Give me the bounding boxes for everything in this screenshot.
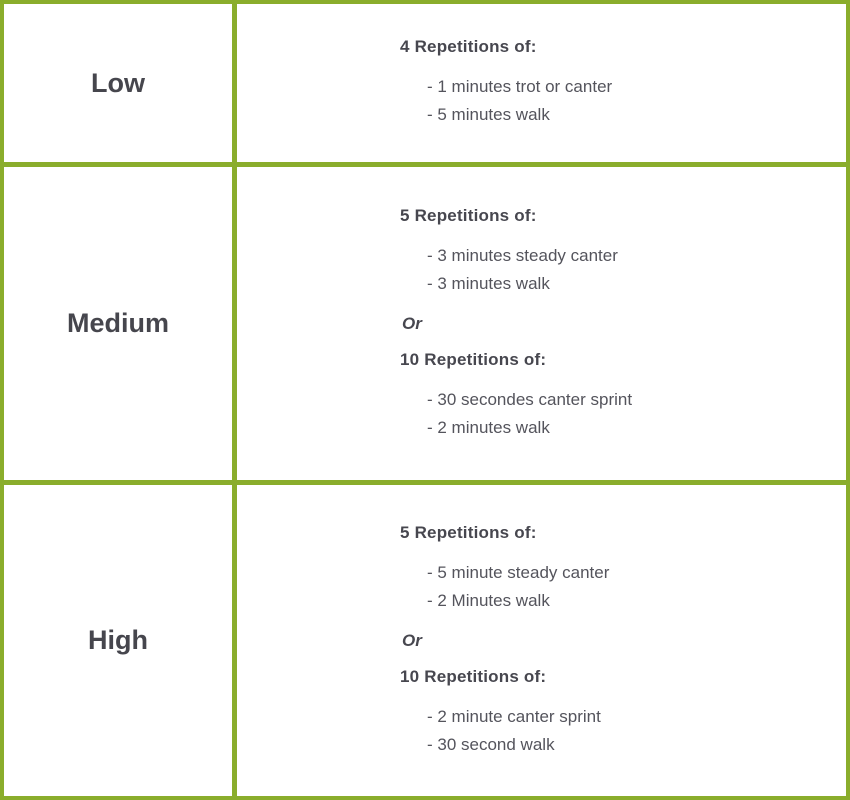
level-cell-low: Low xyxy=(4,4,232,162)
exercise-list: - 2 minute canter sprint - 30 second wal… xyxy=(427,703,834,759)
repetitions-heading: 10 Repetitions of: xyxy=(400,666,547,686)
repetitions-heading: 10 Repetitions of: xyxy=(400,349,547,369)
level-label-medium: Medium xyxy=(66,308,169,338)
exercise-item: - 30 second walk xyxy=(427,734,555,754)
level-label-high: High xyxy=(88,625,148,655)
exercise-list: - 30 secondes canter sprint - 2 minutes … xyxy=(427,386,834,442)
exercise-list: - 3 minutes steady canter - 3 minutes wa… xyxy=(427,242,834,298)
level-label-low: Low xyxy=(91,67,145,98)
exercise-item: - 5 minutes walk xyxy=(427,105,550,124)
repetitions-heading: 5 Repetitions of: xyxy=(400,522,537,542)
exercise-item: - 3 minutes steady canter xyxy=(427,245,618,265)
level-cell-medium: Medium xyxy=(4,167,232,480)
content-cell-medium: 5 Repetitions of: - 3 minutes steady can… xyxy=(237,167,846,480)
content-cell-high: 5 Repetitions of: - 5 minute steady cant… xyxy=(237,485,846,796)
exercise-item: - 2 Minutes walk xyxy=(427,590,550,610)
exercise-item: - 3 minutes walk xyxy=(427,273,550,293)
content-cell-low: 4 Repetitions of: - 1 minutes trot or ca… xyxy=(237,4,846,162)
exercise-list: - 1 minutes trot or canter - 5 minutes w… xyxy=(427,73,834,129)
or-separator: Or xyxy=(402,630,422,650)
exercise-item: - 2 minutes walk xyxy=(427,417,550,437)
exercise-item: - 5 minute steady canter xyxy=(427,562,610,582)
exercise-item: - 1 minutes trot or canter xyxy=(427,77,613,96)
level-cell-high: High xyxy=(4,485,232,796)
exercise-list: - 5 minute steady canter - 2 Minutes wal… xyxy=(427,559,834,615)
repetitions-heading: 4 Repetitions of: xyxy=(400,37,537,56)
or-separator: Or xyxy=(402,313,422,333)
exercise-item: - 30 secondes canter sprint xyxy=(427,389,633,409)
repetitions-heading: 5 Repetitions of: xyxy=(400,205,537,225)
exercise-item: - 2 minute canter sprint xyxy=(427,706,601,726)
